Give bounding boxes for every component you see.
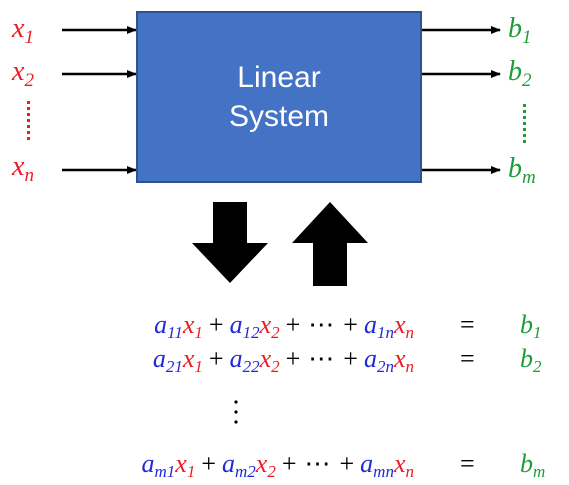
equation-rhs: b2 bbox=[520, 344, 542, 376]
vertical-ellipsis-icon bbox=[523, 104, 526, 143]
box-label-line1: Linear bbox=[237, 61, 321, 94]
equation-lhs: a11x1+a12x2+⋯+a1nxn bbox=[154, 310, 414, 342]
output-label-bm: bm bbox=[508, 153, 536, 188]
output-label-b1: b1 bbox=[508, 13, 532, 48]
equation-rhs: b1 bbox=[520, 310, 542, 342]
input-label-x2: x2 bbox=[12, 56, 34, 91]
input-label-x1: x1 bbox=[12, 13, 34, 48]
linear-system-box: Linear System bbox=[136, 11, 422, 183]
equation-row-2: a21x1+a22x2+⋯+a2nxn = b2 bbox=[0, 340, 569, 380]
equation-row-m: am1x1+am2x2+⋯+amnxn = bm bbox=[0, 445, 569, 485]
down-arrow-icon bbox=[192, 202, 268, 283]
output-label-b2: b2 bbox=[508, 56, 532, 91]
equation-lhs: am1x1+am2x2+⋯+amnxn bbox=[141, 449, 415, 481]
box-label-line2: System bbox=[228, 100, 330, 133]
equation-lhs: a21x1+a22x2+⋯+a2nxn bbox=[152, 344, 414, 376]
equals-sign: = bbox=[460, 449, 475, 478]
equation-row-1: a11x1+a12x2+⋯+a1nxn = b1 bbox=[0, 306, 569, 346]
input-label-xn: xn bbox=[12, 151, 34, 186]
equals-sign: = bbox=[460, 310, 475, 339]
vertical-ellipsis-icon bbox=[234, 400, 238, 424]
vertical-ellipsis-icon bbox=[27, 101, 30, 140]
equation-rhs: bm bbox=[520, 449, 546, 481]
up-arrow-icon bbox=[292, 202, 368, 286]
equals-sign: = bbox=[460, 344, 475, 373]
